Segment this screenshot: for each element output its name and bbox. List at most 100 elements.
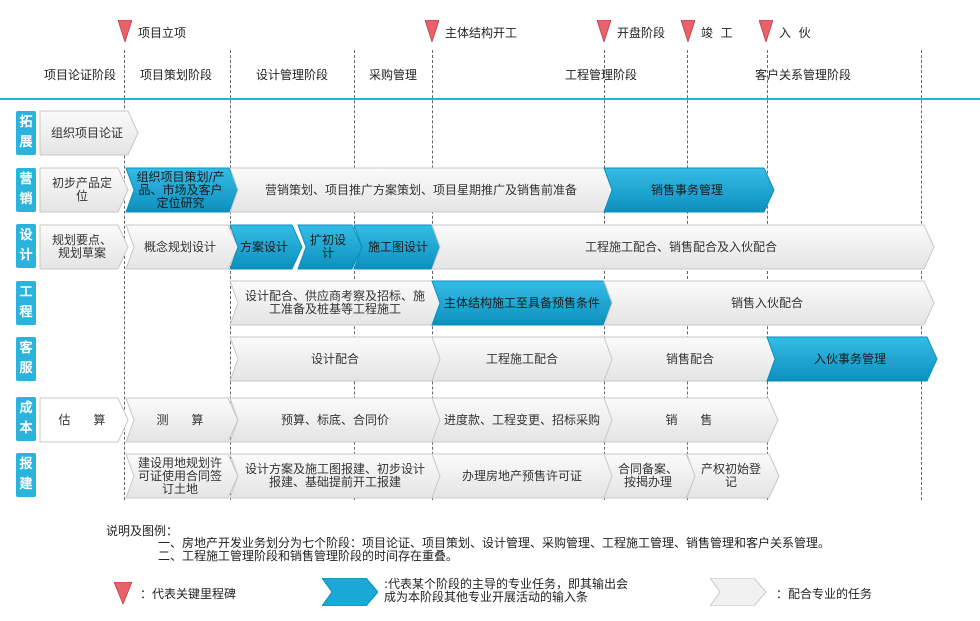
note-line-2: 二、工程施工管理阶段和销售管理阶段的时间存在重叠。 [158, 549, 459, 563]
legend-main-task-text: :代表某个阶段的主导的专业任务，即其输出会成为本阶段其他专业开展活动的输入条 [384, 577, 629, 604]
row-label-customer-service: 客服 [16, 337, 36, 381]
task-chevron: 营销策划、项目推广方案策划、项目星期推广及销售前准备 [229, 167, 617, 213]
milestone-flag-icon [597, 20, 611, 42]
legend-support-task-text: ：配合专业的任务 [776, 587, 873, 601]
legend-title: 说明及图例： [106, 524, 179, 538]
phase-divider [124, 50, 125, 500]
milestone-label: 竣 工 [701, 26, 733, 40]
task-text: 设计配合、供应商考察及招标、施工准备及桩基等工程施工 [244, 289, 425, 316]
task-text: 初步产品定位 [51, 176, 112, 203]
milestone-label: 开盘阶段 [617, 26, 666, 40]
task-chevron: 设计配合、供应商考察及招标、施工准备及桩基等工程施工 [229, 280, 445, 326]
task-chevron: 规划要点、规划草案 [39, 224, 129, 270]
task-text: 概念规划设计 [143, 239, 216, 254]
task-chevron: 销售入伙配合 [603, 280, 935, 326]
task-text: 估 算 [58, 412, 106, 427]
row-label-text: 客服 [19, 341, 33, 376]
task-chevron: 设计方案及施工图报建、初步设计报建、基础提前开工报建 [229, 453, 445, 499]
row-label-marketing: 营销 [16, 168, 36, 212]
chevron-shape [603, 167, 775, 213]
legend-main-task-icon [322, 578, 378, 606]
chevron-shape [39, 224, 129, 270]
milestone-flag-icon [681, 20, 695, 42]
task-chevron: 初步产品定位 [39, 167, 129, 213]
phase-divider [354, 50, 355, 500]
chevron-shape [39, 397, 129, 443]
phase-label: 客户关系管理阶段 [754, 68, 852, 82]
row-label-text: 拓展 [19, 115, 33, 150]
row-label-text: 成本 [19, 401, 33, 436]
task-chevron: 预算、标底、合同价 [229, 397, 445, 443]
task-chevron: 扩初设计 [297, 224, 363, 270]
task-text: 设计配合 [310, 351, 359, 366]
milestone-label: 入 伙 [779, 26, 811, 40]
task-chevron: 工程施工配合 [431, 336, 617, 382]
task-text: 方案设计 [240, 239, 289, 254]
task-text: 主体结构施工至具备预售条件 [443, 295, 600, 310]
task-chevron: 组织项目论证 [39, 110, 139, 156]
milestone-flag-icon [759, 20, 773, 42]
task-text: 施工图设计 [367, 239, 428, 254]
chevron-shape [431, 224, 935, 270]
phase-label: 工程管理阶段 [564, 68, 638, 82]
chevron-shape [603, 397, 779, 443]
task-text: 入伙事务管理 [813, 351, 886, 366]
task-text: 进度款、工程变更、招标采购 [443, 412, 600, 427]
task-chevron: 入伙事务管理 [766, 336, 938, 382]
phase-label: 项目策划阶段 [139, 68, 213, 82]
task-chevron: 进度款、工程变更、招标采购 [431, 397, 617, 443]
task-text: 工程施工配合 [485, 351, 558, 366]
task-text: 规划要点、规划草案 [51, 233, 112, 260]
phase-label: 项目论证阶段 [43, 68, 117, 82]
task-text: 办理房地产预售许可证 [461, 468, 582, 483]
task-chevron: 产权初始登记 [686, 453, 780, 499]
chevron-shape [39, 110, 139, 156]
milestone-label: 主体结构开工 [445, 26, 518, 40]
chevron-shape [125, 453, 239, 499]
phase-divider [604, 50, 605, 500]
task-chevron: 估 算 [39, 397, 129, 443]
task-text: 合同备案、按揭办理 [617, 462, 678, 489]
legend-milestone-icon [114, 582, 132, 604]
row-label-design: 设计 [16, 224, 36, 268]
phase-divider [230, 50, 231, 500]
task-chevron: 组织项目策划/产品、市场及客户定位研究 [125, 167, 240, 213]
task-chevron: 销售事务管理 [603, 167, 775, 213]
milestone-flag-icon [425, 20, 439, 42]
chevron-shape [39, 167, 129, 213]
milestone-label: 项目立项 [138, 26, 187, 40]
row-label-text: 设计 [19, 228, 33, 263]
chevron-shape [229, 224, 303, 270]
task-chevron: 销 售 [603, 397, 779, 443]
legend-support-task-icon [710, 578, 766, 606]
task-chevron: 工程施工配合、销售配合及入伙配合 [431, 224, 935, 270]
chevron-shape [686, 453, 780, 499]
task-chevron: 办理房地产预售许可证 [431, 453, 617, 499]
task-chevron: 设计配合 [229, 336, 445, 382]
task-text: 扩初设计 [309, 233, 346, 260]
task-chevron: 销售配合 [603, 336, 781, 382]
header-separator [0, 98, 980, 100]
phase-divider [432, 50, 433, 500]
legend-milestone-text: ：代表关键里程碑 [140, 587, 237, 601]
phase-divider [687, 50, 688, 500]
task-text: 测 算 [156, 412, 204, 427]
task-text: 销售入伙配合 [730, 295, 803, 310]
task-chevron: 施工图设计 [353, 224, 447, 270]
row-label-text: 报建 [19, 457, 33, 492]
phase-divider [921, 50, 922, 500]
phase-divider [767, 50, 768, 500]
task-text: 工程施工配合、销售配合及入伙配合 [584, 239, 777, 254]
row-label-engineering: 工程 [16, 281, 36, 325]
task-chevron: 主体结构施工至具备预售条件 [431, 280, 617, 326]
task-chevron: 概念规划设计 [125, 224, 239, 270]
chevron-shape [125, 167, 240, 213]
chevron-shape [297, 224, 363, 270]
task-text: 设计方案及施工图报建、初步设计报建、基础提前开工报建 [244, 462, 425, 489]
phase-label: 采购管理 [368, 68, 418, 82]
task-chevron: 测 算 [125, 397, 239, 443]
task-text: 营销策划、项目推广方案策划、项目星期推广及销售前准备 [264, 182, 577, 197]
row-label-cost: 成本 [16, 397, 36, 441]
task-text: 销售事务管理 [650, 182, 723, 197]
task-text: 组织项目论证 [50, 125, 123, 140]
